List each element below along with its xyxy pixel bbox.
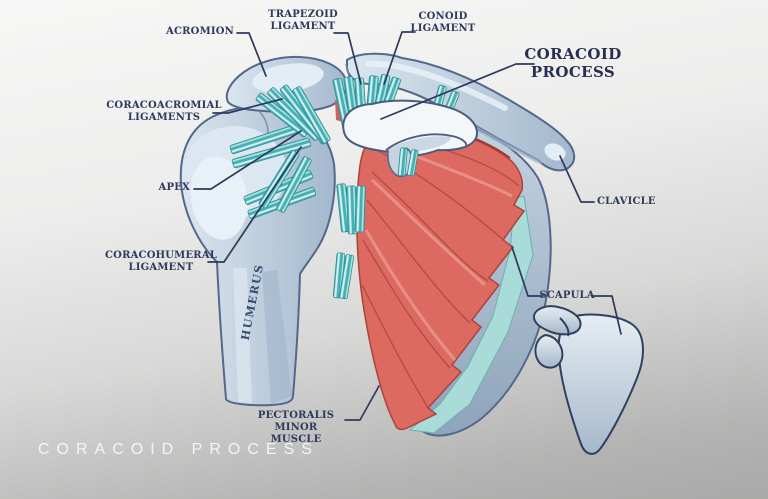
label-clavicle: CLAVICLE	[597, 196, 656, 207]
label-apex: APEX	[158, 182, 190, 193]
leader-trapezoid-ligament	[333, 32, 362, 85]
coracohumeral-ligament-bands	[332, 147, 419, 300]
label-trapezoid-ligament: TRAPEZOID LIGAMENT	[268, 9, 338, 32]
leader-coracohumeral-ligament	[207, 146, 302, 263]
pectoralis-minor-muscle-shape	[356, 120, 526, 431]
leader-pectoralis-minor	[344, 385, 380, 421]
label-scapula: SCAPULA	[539, 290, 595, 301]
label-pectoralis-minor-muscle: PECTORALIS MINOR MUSCLE	[257, 410, 335, 445]
diagram-title: CORACOID PROCESS	[524, 45, 622, 81]
leader-scapula-left	[511, 246, 544, 297]
leader-apex	[193, 130, 302, 190]
leader-coracoid-process	[380, 63, 535, 120]
label-acromion: ACROMION	[166, 26, 234, 37]
leader-scapula-right	[591, 295, 622, 335]
leader-clavicle	[559, 155, 595, 203]
leader-lines	[193, 31, 622, 421]
label-conoid-ligament: CONOID LIGAMENT	[410, 11, 476, 34]
footer-caption: CORACOID PROCESS	[38, 441, 319, 458]
leader-acromion	[236, 32, 267, 77]
label-coracoacromial-ligaments: CORACOACROMIAL LIGAMENTS	[106, 100, 222, 123]
leader-conoid-ligament	[383, 31, 416, 85]
leader-coracoacromial-ligaments	[212, 98, 283, 114]
scapula-inset	[532, 305, 644, 455]
label-coracohumeral-ligament: CORACOHUMERAL LIGAMENT	[105, 250, 217, 273]
